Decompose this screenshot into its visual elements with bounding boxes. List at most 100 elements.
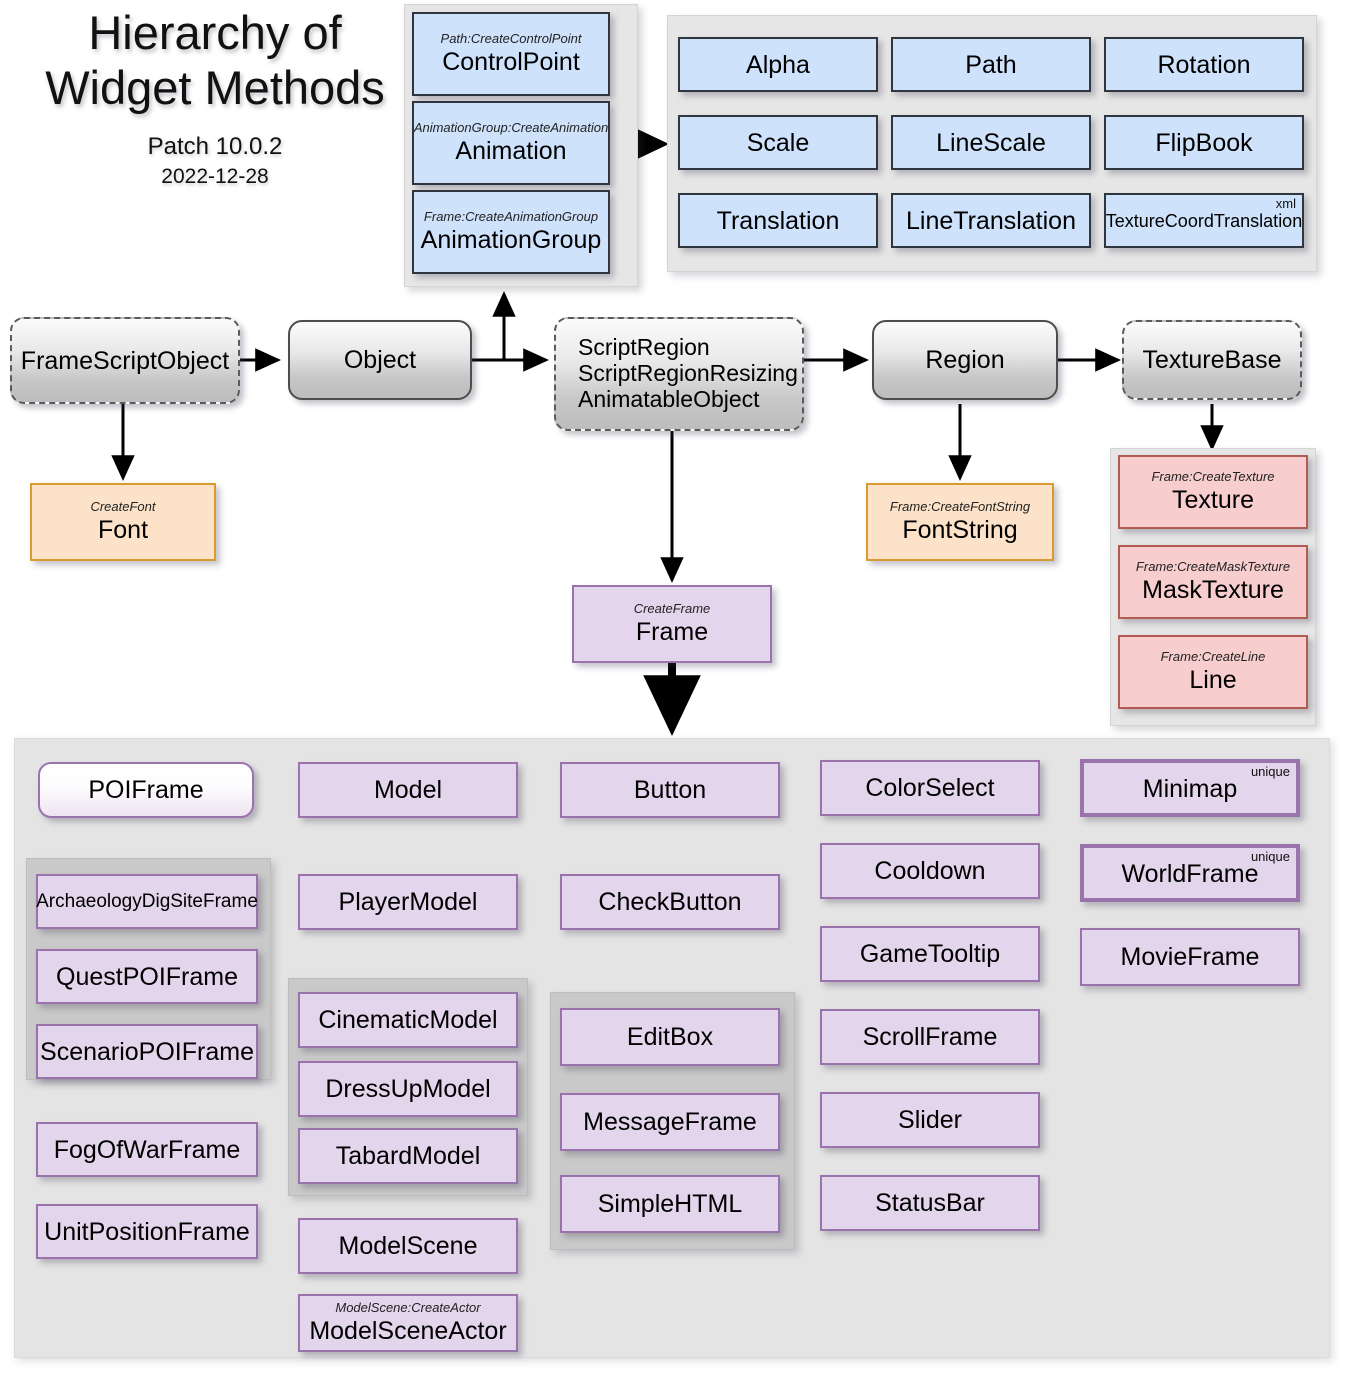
node-caption: AnimationGroup:CreateAnimation (413, 120, 609, 136)
node-scenariopoiframe[interactable]: ScenarioPOIFrame (36, 1024, 258, 1079)
node-title: AnimationGroup (420, 225, 602, 254)
node-line[interactable]: Frame:CreateLine Line (1118, 635, 1308, 709)
node-framescriptobject[interactable]: FrameScriptObject (10, 317, 240, 404)
node-title: FontString (902, 515, 1018, 544)
node-model[interactable]: Model (298, 762, 518, 818)
node-title: ModelSceneActor (309, 1316, 507, 1345)
node-title: Slider (898, 1106, 962, 1134)
node-movieframe[interactable]: MovieFrame (1080, 928, 1300, 986)
node-title: LineScale (936, 128, 1046, 157)
node-gametooltip[interactable]: GameTooltip (820, 926, 1040, 982)
node-linetranslation[interactable]: LineTranslation (891, 193, 1091, 248)
node-font[interactable]: CreateFont Font (30, 483, 216, 561)
node-title: Alpha (746, 50, 810, 79)
node-title: Translation (716, 206, 840, 235)
node-minimap[interactable]: unique Minimap (1080, 759, 1300, 817)
node-dressupmodel[interactable]: DressUpModel (298, 1061, 518, 1117)
node-cinematicmodel[interactable]: CinematicModel (298, 992, 518, 1048)
node-title-line1: ScriptRegion (578, 334, 710, 361)
node-title: FlipBook (1155, 128, 1253, 157)
node-title: ScenarioPOIFrame (40, 1037, 254, 1066)
node-title: FrameScriptObject (20, 346, 230, 375)
node-controlpoint[interactable]: Path:CreateControlPoint ControlPoint (412, 12, 610, 96)
node-title: CinematicModel (318, 1006, 498, 1034)
node-object[interactable]: Object (288, 320, 472, 400)
node-masktexture[interactable]: Frame:CreateMaskTexture MaskTexture (1118, 545, 1308, 619)
node-title: MessageFrame (583, 1108, 757, 1136)
node-title: ColorSelect (865, 774, 995, 802)
node-title: Line (1189, 665, 1237, 694)
node-cooldown[interactable]: Cooldown (820, 843, 1040, 899)
node-editbox[interactable]: EditBox (560, 1008, 780, 1066)
node-caption: Frame:CreateLine (1160, 649, 1266, 665)
node-worldframe[interactable]: unique WorldFrame (1080, 844, 1300, 902)
node-caption: Frame:CreateMaskTexture (1135, 559, 1291, 575)
node-caption: Frame:CreateTexture (1151, 469, 1275, 485)
node-alpha[interactable]: Alpha (678, 37, 878, 92)
node-modelsceneactor[interactable]: ModelScene:CreateActor ModelSceneActor (298, 1294, 518, 1352)
node-simplehtml[interactable]: SimpleHTML (560, 1175, 780, 1233)
node-title: PlayerModel (338, 888, 478, 916)
node-animation[interactable]: AnimationGroup:CreateAnimation Animation (412, 101, 610, 185)
node-title: Scale (746, 128, 810, 157)
node-poiframe[interactable]: POIFrame (38, 762, 254, 818)
node-scriptregion[interactable]: ScriptRegion ScriptRegionResizing Animat… (554, 317, 804, 431)
node-archaeologydigsiteframe[interactable]: ArchaeologyDigSiteFrame (36, 874, 258, 929)
node-texturecoordtranslation[interactable]: xml TextureCoordTranslation (1104, 193, 1304, 248)
node-title: EditBox (626, 1023, 714, 1051)
node-caption: CreateFrame (633, 601, 711, 617)
node-title: ControlPoint (442, 47, 580, 76)
node-caption: CreateFont (90, 499, 156, 515)
node-modelscene[interactable]: ModelScene (298, 1218, 518, 1274)
patch-version: Patch 10.0.2 (147, 133, 283, 161)
node-title: QuestPOIFrame (56, 962, 238, 991)
node-flipbook[interactable]: FlipBook (1104, 115, 1304, 170)
node-title: Texture (1172, 485, 1254, 514)
node-texture[interactable]: Frame:CreateTexture Texture (1118, 455, 1308, 529)
node-questpoiframe[interactable]: QuestPOIFrame (36, 949, 258, 1004)
node-title: ModelScene (338, 1232, 478, 1260)
node-title: Frame (635, 617, 709, 646)
node-button[interactable]: Button (560, 762, 780, 818)
node-title: Minimap (1142, 775, 1238, 803)
node-rotation[interactable]: Rotation (1104, 37, 1304, 92)
node-linescale[interactable]: LineScale (891, 115, 1091, 170)
unique-tag: unique (1250, 849, 1290, 864)
node-fogofwarframe[interactable]: FogOfWarFrame (36, 1122, 258, 1177)
node-texturebase[interactable]: TextureBase (1122, 320, 1302, 400)
node-path[interactable]: Path (891, 37, 1091, 92)
node-playermodel[interactable]: PlayerModel (298, 874, 518, 930)
node-title: TabardModel (335, 1142, 481, 1170)
node-title: ArchaeologyDigSiteFrame (36, 890, 258, 912)
node-title: Path (965, 50, 1017, 79)
node-scale[interactable]: Scale (678, 115, 878, 170)
node-colorselect[interactable]: ColorSelect (820, 760, 1040, 816)
xml-tag: xml (1275, 196, 1296, 211)
node-animationgroup[interactable]: Frame:CreateAnimationGroup AnimationGrou… (412, 190, 610, 274)
node-title-line2: ScriptRegionResizing (578, 360, 798, 387)
node-title: DressUpModel (325, 1075, 491, 1103)
node-checkbutton[interactable]: CheckButton (560, 874, 780, 930)
node-statusbar[interactable]: StatusBar (820, 1175, 1040, 1231)
node-region[interactable]: Region (872, 320, 1058, 400)
node-scrollframe[interactable]: ScrollFrame (820, 1009, 1040, 1065)
node-title: TextureCoordTranslation (1105, 211, 1303, 232)
node-title: LineTranslation (905, 206, 1076, 235)
node-title: SimpleHTML (597, 1190, 743, 1218)
node-frame[interactable]: CreateFrame Frame (572, 585, 772, 663)
node-title: ScrollFrame (862, 1023, 998, 1051)
node-caption: Frame:CreateAnimationGroup (423, 209, 599, 225)
node-caption: ModelScene:CreateActor (335, 1300, 481, 1316)
node-fontstring[interactable]: Frame:CreateFontString FontString (866, 483, 1054, 561)
unique-tag: unique (1250, 764, 1290, 779)
node-title: Button (633, 776, 707, 804)
node-title: StatusBar (875, 1189, 985, 1217)
node-tabardmodel[interactable]: TabardModel (298, 1128, 518, 1184)
node-title: MovieFrame (1120, 943, 1260, 971)
node-unitpositionframe[interactable]: UnitPositionFrame (36, 1204, 258, 1259)
node-messageframe[interactable]: MessageFrame (560, 1093, 780, 1151)
node-slider[interactable]: Slider (820, 1092, 1040, 1148)
node-translation[interactable]: Translation (678, 193, 878, 248)
node-title: Region (925, 346, 1005, 374)
